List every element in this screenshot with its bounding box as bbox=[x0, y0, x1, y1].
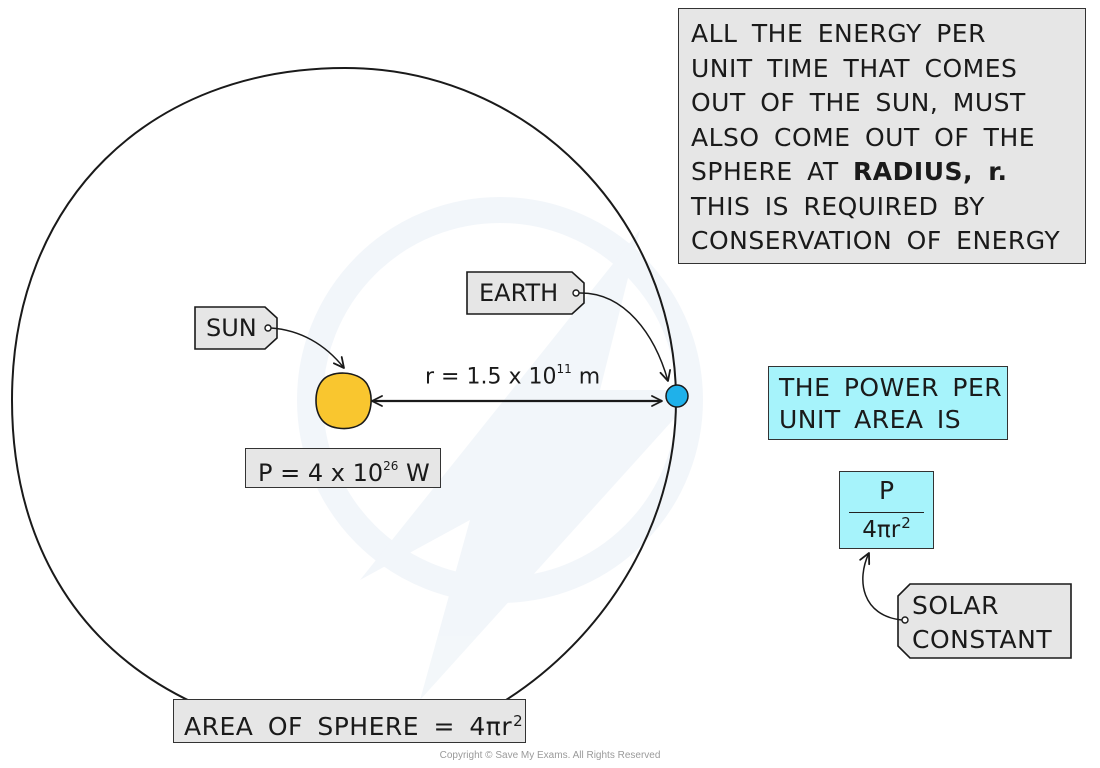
fraction-denominator: 4πr2 bbox=[862, 514, 911, 543]
sphere-circle bbox=[10, 66, 678, 704]
sun-tag bbox=[194, 306, 278, 350]
fraction-bar bbox=[849, 512, 924, 513]
radius-label: r = 1.5 x 1011 m bbox=[425, 362, 601, 390]
earth-pointer bbox=[578, 292, 671, 382]
earth-label: EARTH bbox=[479, 279, 559, 307]
watermark-logo bbox=[297, 197, 703, 700]
solar-constant-tag bbox=[897, 583, 1072, 659]
earth-shape bbox=[665, 384, 689, 408]
sphere-radius-line: SPHERE AT RADIUS, r. bbox=[691, 157, 1008, 186]
sphere-area-box: AREA OF SPHERE = 4πr2 bbox=[173, 699, 526, 743]
energy-conservation-note: ALL THE ENERGY PER UNIT TIME THAT COMES … bbox=[678, 8, 1086, 264]
fraction-numerator: P bbox=[878, 476, 895, 505]
solar-constant-label: SOLAR CONSTANT bbox=[912, 591, 1053, 654]
power-per-area-box: THE POWER PER UNIT AREA IS bbox=[768, 366, 1008, 440]
sun-shape bbox=[315, 372, 372, 430]
sun-power-box: P = 4 x 1026 W bbox=[245, 448, 441, 488]
sun-pointer bbox=[270, 327, 345, 369]
earth-tag bbox=[466, 271, 585, 315]
solar-constant-pointer bbox=[859, 552, 903, 621]
solar-constant-formula: P 4πr2 bbox=[839, 471, 934, 549]
sun-label: SUN bbox=[206, 314, 257, 342]
copyright-notice: Copyright © Save My Exams. All Rights Re… bbox=[439, 750, 661, 761]
